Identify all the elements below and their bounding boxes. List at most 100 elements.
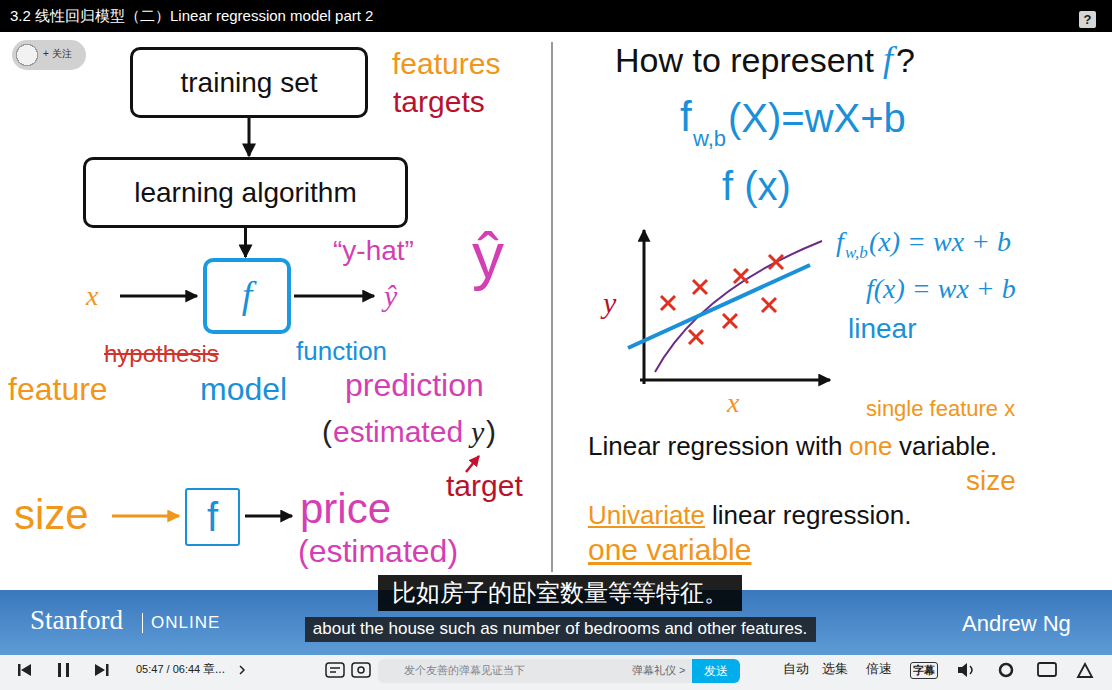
send-button: 发送 — [692, 659, 740, 683]
prev-icon — [18, 664, 31, 676]
help-icon: ? — [1079, 11, 1096, 28]
chevron-icon — [240, 666, 244, 674]
slide-text: one — [849, 431, 892, 462]
volume-icon — [958, 663, 967, 677]
volume-icon — [970, 666, 972, 674]
fullscreen-icon — [1078, 664, 1092, 677]
annotation: ) — [486, 414, 496, 450]
node-text: Andrew Ng — [962, 611, 1071, 637]
output-arrow — [245, 515, 292, 518]
danmaku-icon — [326, 663, 344, 677]
curve-fit — [655, 241, 822, 372]
annotation: feature — [8, 370, 108, 408]
annotation: (estimated) — [298, 532, 458, 570]
x-axis — [640, 379, 830, 382]
linear-fit — [628, 265, 810, 348]
node-text: 弹幕礼仪 > — [632, 664, 685, 677]
formula: f(x) = wx + b — [866, 272, 1016, 306]
process-box: learning algorithm — [83, 157, 408, 228]
annotation: single feature x — [866, 396, 1015, 422]
pause-icon — [58, 663, 69, 677]
node-text: 发送 — [704, 664, 728, 678]
model-box: f — [185, 488, 240, 546]
formula: f (x) — [722, 162, 791, 210]
annotation: “y-hat” — [333, 234, 414, 268]
annotation: size — [966, 464, 1016, 498]
slide-background — [0, 32, 1112, 590]
node-text: about the house such as number of bedroo… — [313, 619, 807, 639]
slide-heading: How to represent — [615, 40, 874, 81]
screen-icon — [1038, 663, 1056, 676]
slide-heading: f — [883, 38, 893, 81]
node-text: learning algorithm — [134, 176, 357, 210]
flow-arrow — [244, 228, 247, 257]
slide-divider — [551, 42, 553, 572]
formula: f — [836, 225, 844, 259]
video-title: 3.2 线性回归模型（二）Linear regression model par… — [10, 7, 373, 25]
axis-label: x — [727, 386, 739, 420]
y-axis — [643, 230, 646, 384]
input-arrow — [112, 515, 179, 518]
model-box: f — [203, 258, 291, 334]
annotation: one variable — [588, 532, 751, 568]
output-arrow — [294, 295, 374, 298]
input-label: x — [86, 279, 98, 313]
output-label: ŷ — [384, 278, 397, 314]
annotation: ŷ — [472, 218, 504, 295]
danmaku-settings-icon — [358, 667, 364, 673]
input-arrow — [120, 295, 197, 298]
next-icon — [95, 664, 109, 676]
formula: (X)=wX+b — [728, 94, 906, 142]
danmaku-icon — [330, 668, 340, 672]
time-display: 05:47 / 06:44 — [136, 663, 200, 676]
node-text: 比如房子的卧室数量等等特征。 — [392, 579, 728, 608]
node-text: f — [242, 273, 253, 319]
subtitle-toggle: 字幕 — [910, 662, 938, 679]
settings-icon — [1000, 664, 1012, 676]
annotation: target — [446, 468, 523, 504]
danmaku-settings-icon — [352, 663, 370, 677]
slide-heading: ? — [896, 40, 915, 81]
slide-text: variable. — [899, 431, 997, 462]
node-text: training set — [181, 66, 318, 100]
annotation: function — [296, 336, 387, 367]
annotation: linear — [848, 312, 916, 346]
node-text: + 关注 — [43, 48, 72, 60]
slide-text: Linear regression with — [588, 431, 842, 462]
formula: f — [680, 92, 692, 142]
node-text: 发个友善的弹幕见证当下 — [404, 664, 525, 677]
chapter-button: 章... — [203, 662, 225, 676]
annotation: ( — [322, 414, 332, 450]
title-bar — [0, 0, 1112, 32]
axis-label: y — [603, 285, 616, 321]
node-text: ? — [1084, 12, 1092, 28]
comment-input: 发送 发个友善的弹幕见证当下 弹幕礼仪 > — [378, 659, 740, 683]
node-text: 字幕 — [913, 664, 935, 677]
control-button: 自动 — [783, 661, 809, 677]
flow-arrow — [248, 118, 251, 156]
slide-text: linear regression. — [712, 500, 911, 531]
data-points — [661, 255, 783, 344]
subtitle-box: 比如房子的卧室数量等等特征。 — [378, 575, 742, 611]
annotation: model — [200, 370, 287, 408]
follow-button: + 关注 — [12, 40, 86, 70]
node-text: Stanford — [30, 604, 123, 636]
annotation: prediction — [345, 366, 484, 404]
formula: (x) = wx + b — [869, 225, 1011, 259]
annotation: y — [471, 414, 484, 450]
annotation: targets — [393, 84, 485, 120]
node-text: ONLINE — [142, 613, 220, 633]
control-button: 选集 — [822, 661, 848, 677]
formula: w,b — [693, 126, 726, 152]
subtitle-box: about the house such as number of bedroo… — [305, 617, 816, 642]
slide-text: Univariate — [588, 500, 705, 531]
annotation: hypothesis — [104, 340, 219, 369]
annotation: size — [14, 490, 89, 540]
annotation: price — [300, 484, 391, 534]
control-button: 倍速 — [866, 661, 892, 677]
annotation: features — [392, 46, 500, 82]
formula: w,b — [845, 243, 868, 263]
control-bar — [0, 655, 1112, 690]
annotation: estimated — [333, 414, 463, 450]
